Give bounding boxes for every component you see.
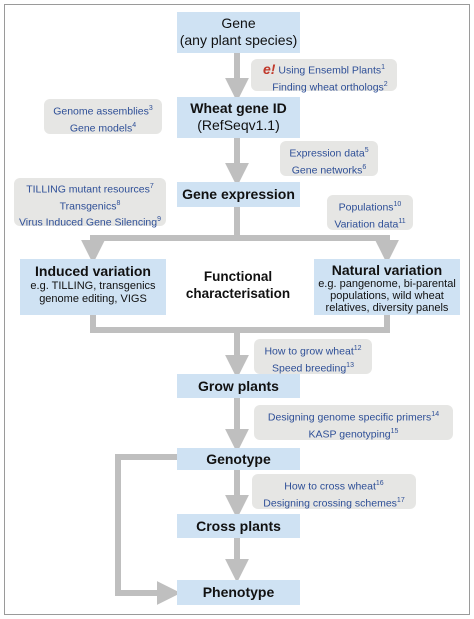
primers-note: Designing genome specific primers14 KASP… [254,405,453,440]
arrow-split-left [81,235,237,264]
natural-variation-box: Natural variation e.g. pangenome, bi-par… [314,259,460,315]
phenotype-box: Phenotype [177,580,300,605]
expression-note: Expression data5 Gene networks6 [280,141,378,176]
natural-variation-title: Natural variation [331,262,443,278]
gene-expression-box: Gene expression [177,182,300,207]
cross-plants-box: Cross plants [177,514,300,538]
phenotype-label: Phenotype [202,584,275,600]
grow-plants-label: Grow plants [198,378,279,394]
genotype-label: Genotype [206,451,271,467]
induced-variation-box: Induced variation e.g. TILLING, transgen… [20,259,166,315]
genotype-box: Genotype [177,448,300,470]
ensembl-item-1[interactable]: e!Using Ensembl Plants1 [262,60,386,77]
gene-box: Gene (any plant species) [177,12,300,53]
cross-note: How to cross wheat16 Designing crossing … [252,474,416,509]
populations-note: Populations10 Variation data11 [327,195,413,230]
grow-item-1[interactable]: How to grow wheat12 [264,345,362,358]
ensembl-logo-icon: e! [262,60,276,77]
cross-plants-label: Cross plants [196,518,281,534]
gene-expression-label: Gene expression [182,186,295,202]
grow-item-2[interactable]: Speed breeding13 [272,361,354,375]
primers-item-2[interactable]: KASP genotyping15 [308,427,399,441]
gene-subtitle: (any plant species) [179,32,298,48]
induced-variation-line1: e.g. TILLING, transgenics [30,280,156,292]
ensembl-note: e!Using Ensembl Plants1 Finding wheat or… [251,59,397,93]
tilling-note: TILLING mutant resources7 Transgenics8 V… [14,178,166,229]
tilling-item-3[interactable]: Virus Induced Gene Silencing9 [18,216,162,229]
expression-item-2[interactable]: Gene networks6 [291,163,367,177]
tilling-item-1[interactable]: TILLING mutant resources7 [26,183,154,196]
arrow-merge [90,315,390,333]
natural-variation-line1: e.g. pangenome, bi-parental [318,278,456,290]
arrow-split-right [237,235,399,264]
populations-item-2[interactable]: Variation data11 [334,217,406,231]
gene-title: Gene [221,15,256,31]
functional-characterisation-label: Functional characterisation [173,268,303,302]
expression-item-1[interactable]: Expression data5 [289,147,369,160]
genome-item-2[interactable]: Gene models4 [69,121,137,135]
tilling-item-2[interactable]: Transgenics8 [59,199,121,213]
ensembl-item-2[interactable]: Finding wheat orthologs2 [272,80,388,94]
induced-variation-line2: genome editing, VIGS [39,293,147,305]
grow-plants-box: Grow plants [177,374,300,398]
functional-line2: characterisation [185,286,291,301]
arrow-genotype-to-phenotype [115,454,181,605]
genome-note: Genome assemblies3 Gene models4 [44,99,162,134]
figure-frame [4,4,470,615]
cross-item-1[interactable]: How to cross wheat16 [284,480,384,493]
genome-item-1[interactable]: Genome assemblies3 [53,105,153,118]
populations-item-1[interactable]: Populations10 [338,201,402,214]
primers-item-1[interactable]: Designing genome specific primers14 [267,411,440,424]
wheat-gene-id-title: Wheat gene ID [190,100,287,116]
induced-variation-title: Induced variation [35,263,151,279]
grow-note: How to grow wheat12 Speed breeding13 [254,339,372,374]
natural-variation-line2: populations, wild wheat [330,290,444,302]
functional-line1: Functional [203,269,273,284]
cross-item-2[interactable]: Designing crossing schemes17 [263,496,405,510]
wheat-gene-id-subtitle: (RefSeqv1.1) [197,117,280,133]
wheat-gene-id-box: Wheat gene ID (RefSeqv1.1) [177,97,300,138]
natural-variation-line3: relatives, diversity panels [325,302,449,314]
